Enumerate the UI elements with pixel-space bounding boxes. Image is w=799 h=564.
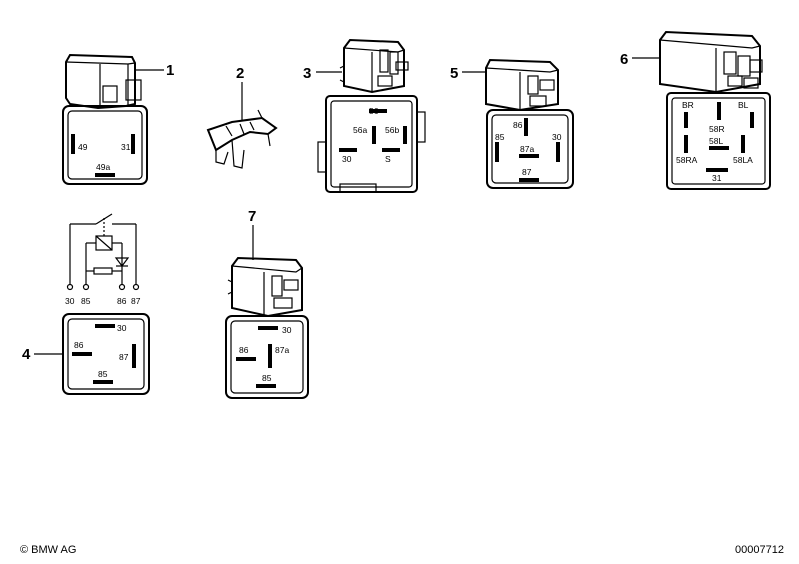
callout-5: 5 [450,65,458,82]
relay-6-body-illustration [659,30,763,94]
relay-7-pin-face: 30 86 87a 85 [225,315,309,399]
callout-2: 2 [236,65,244,82]
part-1-relay[interactable]: 1 49 31 49a [62,53,174,185]
relay-6-pin-face: BR BL 58R 58L 58RA 58LA 31 [666,92,771,190]
schematic-terminal-85: 85 [81,296,91,306]
relay-5-body-illustration [485,58,559,112]
relay-7-pin-30: 30 [282,325,292,335]
relay-3-body-illustration [339,38,409,94]
schematic-terminal-30: 30 [65,296,75,306]
relay-6-pin-br: BR [682,100,694,110]
relay-6-pin-bl: BL [738,100,749,110]
relay-5-pin-86: 86 [513,120,523,130]
relay-4-pin-face: 30 86 87 85 [62,313,150,395]
relay-4-pin-85: 85 [98,369,108,379]
relay-7-pin-85: 85 [262,373,272,383]
relay-4-pin-86: 86 [74,340,84,350]
relay-4-schematic [66,213,140,291]
relay-1-body-illustration [65,53,142,110]
relay-5-pin-87: 87 [522,167,532,177]
relay-7-pin-86: 86 [239,345,249,355]
relay-1-pin-31: 31 [121,142,131,152]
callout-6: 6 [620,51,628,68]
relay-3-pin-s: S [385,154,391,164]
copyright-label: © BMW AG [20,544,76,556]
relay-6-pin-31: 31 [712,173,722,183]
relay-5-pin-face: 86 85 87a 30 87 [486,109,574,189]
part-4-relay[interactable]: 30 85 86 87 4 30 86 87 85 [22,213,150,395]
relay-4-pin-30: 30 [117,323,127,333]
part-5-relay[interactable]: 5 86 85 87a 30 87 [450,58,574,189]
callout-4: 4 [22,346,31,363]
callout-1: 1 [166,62,174,79]
relay-4-pin-87: 87 [119,352,129,362]
part-6-relay[interactable]: 6 BR BL 58R 58L 58RA 58LA [620,30,771,190]
relay-6-pin-58l: 58L [709,136,723,146]
schematic-terminal-86: 86 [117,296,127,306]
relay-3-pin-face: 56 56a 56b 30 S [317,95,426,193]
relay-1-pin-49a: 49a [96,162,110,172]
relay-5-pin-87a: 87a [520,144,534,154]
relay-3-pin-30: 30 [342,154,352,164]
part-2-relay-bracket[interactable]: 2 [206,65,278,169]
relay-7-body-illustration [227,256,303,318]
image-number-label: 00007712 [735,544,784,556]
relay-5-pin-30: 30 [552,132,562,142]
relay-3-pin-56a: 56a [353,125,367,135]
relay-6-pin-58r: 58R [709,124,725,134]
schematic-terminal-87: 87 [131,296,141,306]
relay-7-pin-87a: 87a [275,345,289,355]
relay-3-pin-56: 56 [369,106,379,116]
relay-1-pin-face: 49 31 49a [62,105,148,185]
callout-3: 3 [303,65,311,82]
relay-6-pin-58ra: 58RA [676,155,698,165]
part-7-relay[interactable]: 7 30 86 87a 85 [225,208,309,399]
relay-6-pin-58la: 58LA [733,155,753,165]
relay-5-pin-85: 85 [495,132,505,142]
bracket-illustration [206,109,278,169]
relay-1-pin-49: 49 [78,142,88,152]
relay-3-pin-56b: 56b [385,125,399,135]
part-3-relay[interactable]: 3 56 56a 56b 30 S [303,38,426,193]
callout-7: 7 [248,208,256,225]
